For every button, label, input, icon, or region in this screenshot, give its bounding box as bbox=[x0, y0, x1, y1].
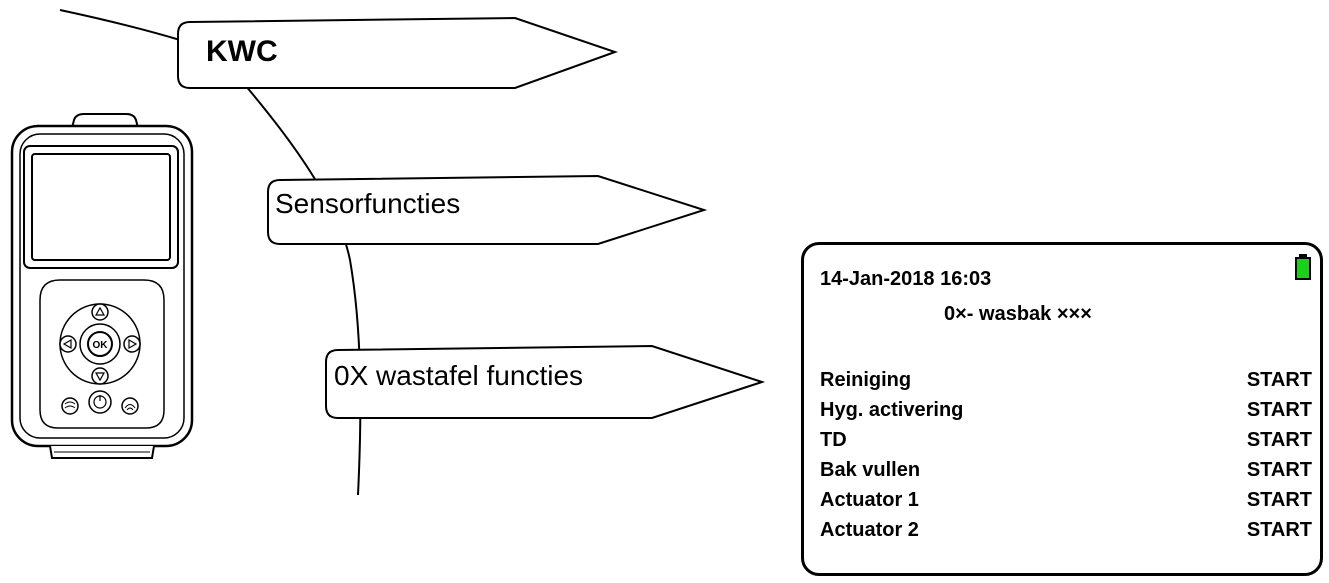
arrow-right-button bbox=[123, 335, 141, 353]
start-button[interactable]: START bbox=[1246, 459, 1312, 481]
battery-icon bbox=[1295, 254, 1311, 280]
arrow-down-button bbox=[91, 367, 109, 385]
right-function-button bbox=[121, 397, 139, 415]
function-row-bak-vullen: Bak vullen START bbox=[820, 459, 1312, 489]
ok-button-label: OK bbox=[93, 340, 109, 351]
start-button[interactable]: START bbox=[1246, 399, 1312, 421]
start-button[interactable]: START bbox=[1246, 429, 1312, 451]
hierarchy-curve bbox=[244, 84, 362, 496]
function-row-td: TD START bbox=[820, 429, 1312, 459]
function-row-reiniging: Reiniging START bbox=[820, 369, 1312, 399]
wastafel-tag-label: 0X wastafel functies bbox=[334, 360, 584, 391]
function-label: TD bbox=[820, 429, 847, 451]
device-top-clip bbox=[71, 113, 139, 129]
ok-button bbox=[87, 331, 113, 357]
hierarchy-curve-top bbox=[59, 9, 181, 41]
start-button[interactable]: START bbox=[1246, 489, 1312, 511]
function-list: Reiniging START Hyg. activering START TD… bbox=[820, 369, 1312, 549]
kwc-tag-label: KWC bbox=[206, 35, 278, 68]
wastafel-tag-shape bbox=[325, 344, 766, 419]
start-button[interactable]: START bbox=[1246, 369, 1312, 391]
power-button bbox=[88, 390, 112, 414]
sensor-tag-shape bbox=[267, 174, 708, 245]
start-button[interactable]: START bbox=[1246, 519, 1312, 541]
function-label: Hyg. activering bbox=[820, 399, 964, 421]
function-label: Actuator 1 bbox=[820, 489, 919, 511]
device-screen bbox=[31, 153, 171, 261]
screen-title: 0×- wasbak ××× bbox=[944, 303, 1092, 325]
datetime-label: 14-Jan-2018 16:03 bbox=[820, 268, 992, 290]
arrow-left-button bbox=[59, 335, 77, 353]
function-row-actuator-2: Actuator 2 START bbox=[820, 519, 1312, 549]
function-row-actuator-1: Actuator 1 START bbox=[820, 489, 1312, 519]
sensor-tag-label: Sensorfuncties bbox=[275, 188, 461, 219]
screen-detail-panel: 14-Jan-2018 16:03 0×- wasbak ××× Reinigi… bbox=[801, 242, 1323, 576]
arrow-up-button bbox=[91, 303, 109, 321]
handheld-device: OK bbox=[10, 113, 194, 459]
function-row-hyg-activering: Hyg. activering START bbox=[820, 399, 1312, 429]
kwc-tag-shape bbox=[177, 16, 619, 89]
function-label: Reiniging bbox=[820, 369, 912, 391]
function-label: Bak vullen bbox=[820, 459, 921, 481]
function-label: Actuator 2 bbox=[820, 519, 919, 541]
